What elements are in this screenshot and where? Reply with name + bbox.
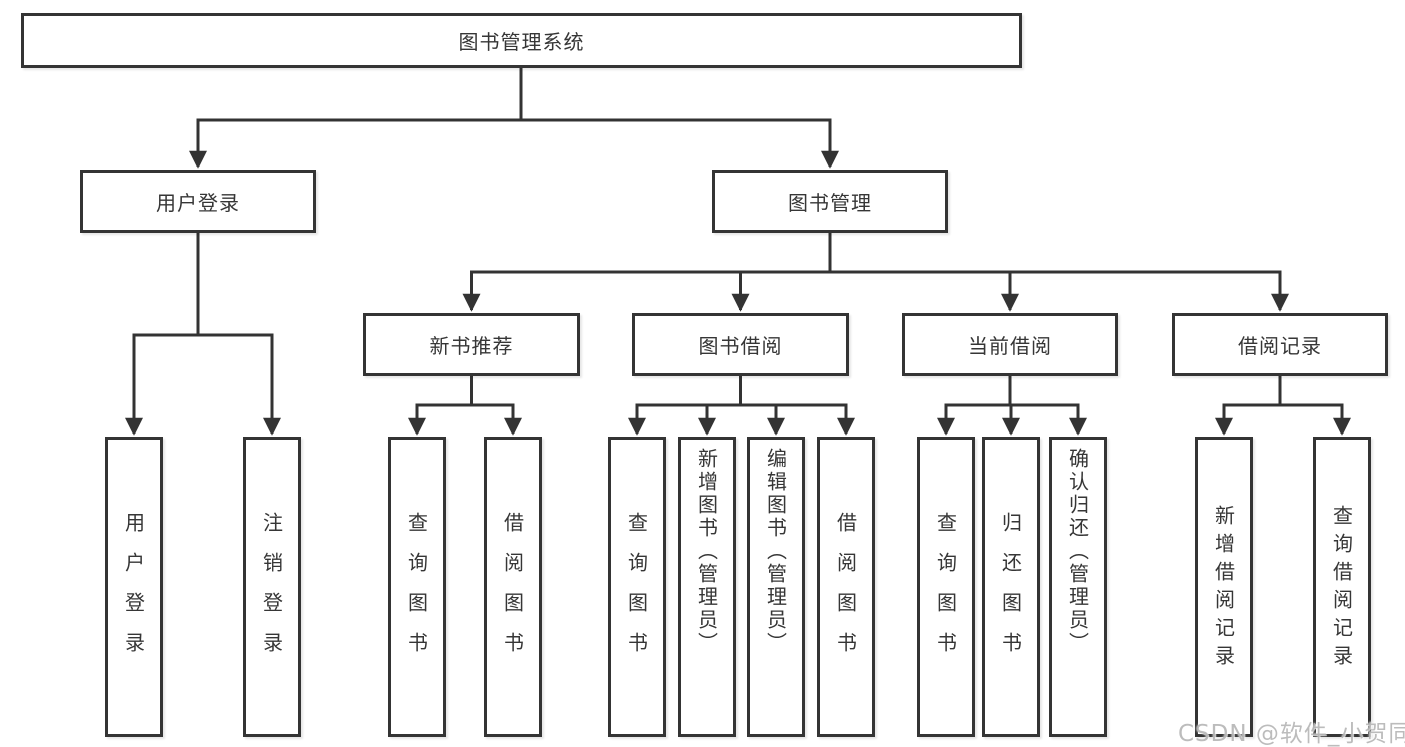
node-root-label: 图书管理系统 [458, 30, 585, 54]
leaf-confirm-return-admin-label: 确认归还（管理员） [1065, 448, 1090, 655]
leaf-logout: 注销登录 [243, 437, 301, 737]
leaf-query-books-borrow-label: 查询图书 [624, 512, 649, 672]
leaf-query-books-recommend-label: 查询图书 [404, 512, 429, 672]
node-book-borrow: 图书借阅 [632, 313, 849, 376]
leaf-borrow-books-label: 借阅图书 [833, 512, 858, 672]
leaf-edit-book-admin-label: 编辑图书（管理员） [763, 448, 788, 655]
leaf-user-login: 用户登录 [105, 437, 163, 737]
node-user-login: 用户登录 [80, 170, 316, 233]
node-book-borrow-label: 图书借阅 [698, 334, 783, 358]
leaf-query-books-borrow: 查询图书 [608, 437, 666, 737]
leaf-borrow-books-recommend: 借阅图书 [484, 437, 542, 737]
leaf-confirm-return-admin: 确认归还（管理员） [1049, 437, 1107, 737]
node-current-borrow: 当前借阅 [902, 313, 1118, 376]
leaf-user-login-label: 用户登录 [121, 512, 146, 672]
leaf-query-books-current-label: 查询图书 [933, 512, 958, 672]
leaf-add-borrow-record-label: 新增借阅记录 [1211, 505, 1236, 673]
leaf-query-books-current: 查询图书 [917, 437, 975, 737]
leaf-return-book: 归还图书 [982, 437, 1040, 737]
node-new-book-recommend: 新书推荐 [363, 313, 580, 376]
leaf-add-book-admin-label: 新增图书（管理员） [694, 448, 719, 655]
connector-root-to-level2 [189, 68, 839, 169]
connector-book-borrow-to-leaves [628, 376, 855, 436]
connector-user-login-to-leaves [125, 233, 281, 436]
node-user-login-label: 用户登录 [156, 191, 240, 215]
leaf-return-book-label: 归还图书 [998, 512, 1023, 672]
connector-new-book-recommend-to-leaves [408, 376, 522, 436]
connector-current-borrow-to-leaves [937, 376, 1087, 436]
leaf-query-borrow-record-label: 查询借阅记录 [1329, 505, 1354, 673]
node-new-book-recommend-label: 新书推荐 [429, 334, 514, 358]
node-book-management-label: 图书管理 [788, 191, 872, 215]
node-root: 图书管理系统 [21, 13, 1022, 68]
leaf-borrow-books: 借阅图书 [817, 437, 875, 737]
leaf-borrow-books-recommend-label: 借阅图书 [500, 512, 525, 672]
leaf-query-books-recommend: 查询图书 [388, 437, 446, 737]
leaf-edit-book-admin: 编辑图书（管理员） [747, 437, 805, 737]
leaf-add-borrow-record: 新增借阅记录 [1195, 437, 1253, 737]
connector-borrow-records-to-leaves [1215, 376, 1351, 436]
node-borrow-records: 借阅记录 [1172, 313, 1388, 376]
connector-book-management-to-level3 [462, 233, 1289, 312]
leaf-add-book-admin: 新增图书（管理员） [678, 437, 736, 737]
node-book-management: 图书管理 [712, 170, 948, 233]
node-current-borrow-label: 当前借阅 [968, 334, 1052, 358]
csdn-watermark: CSDN @软件_小贺同学 [1178, 721, 1405, 747]
node-borrow-records-label: 借阅记录 [1238, 334, 1322, 358]
leaf-logout-label: 注销登录 [259, 512, 284, 672]
leaf-query-borrow-record: 查询借阅记录 [1313, 437, 1371, 737]
